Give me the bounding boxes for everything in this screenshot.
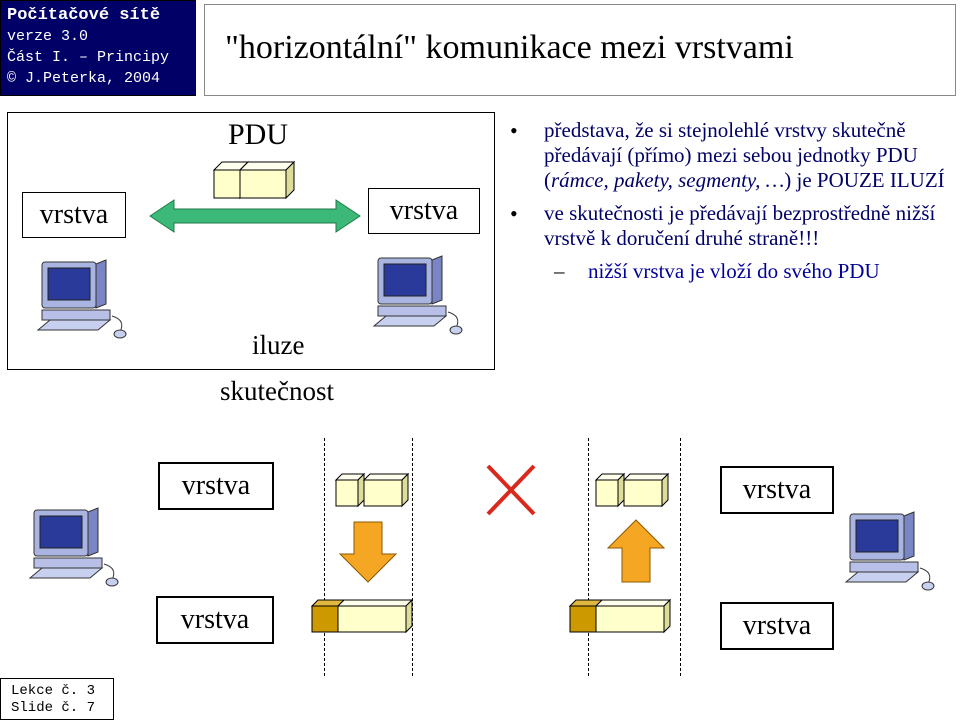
bullet-text-end: ) je POUZE ILUZÍ xyxy=(784,168,945,192)
layer-right-box: vrstva xyxy=(368,188,480,234)
lower-pdu-receiver xyxy=(568,598,672,634)
dashed-line xyxy=(412,438,413,676)
reality-label: skutečnost xyxy=(220,376,334,406)
computer-icon xyxy=(28,507,119,587)
bullet-item: • ve skutečnosti je předávají bezprostřed… xyxy=(510,201,950,251)
reality-layer-top-right: vrstva xyxy=(720,466,834,514)
pdu-packet-receiver xyxy=(594,472,670,508)
dashed-line xyxy=(680,438,681,676)
bullet-item: • představa, že si stejnolehlé vrstvy sku… xyxy=(510,118,950,193)
bullet-dot-icon: • xyxy=(510,118,518,143)
double-arrow-illusion xyxy=(149,199,361,233)
computer-icon xyxy=(844,511,935,591)
bullet-dot-icon: • xyxy=(510,201,518,226)
slide-number: Slide č. 7 xyxy=(11,700,96,716)
reality-layer-top-left: vrstva xyxy=(158,462,274,510)
course-info: Počítačové sítě verze 3.0 Část I. – Prin… xyxy=(0,0,196,96)
dashed-line xyxy=(588,438,589,676)
title-box: "horizontální" komunikace mezi vrstvami xyxy=(204,4,956,96)
layer-left-box: vrstva xyxy=(22,192,126,238)
illusion-label: iluze xyxy=(252,330,305,360)
bullet-list: • představa, že si stejnolehlé vrstvy sku… xyxy=(510,118,950,284)
slide-footer: Lekce č. 3 Slide č. 7 xyxy=(0,678,114,720)
reality-layer-bottom-left: vrstva xyxy=(156,596,274,644)
bullet-text: představa, že si stejnolehlé vrstvy skut… xyxy=(544,118,918,192)
pdu-packet-illustration xyxy=(212,160,296,200)
part-label: Část I. – Principy xyxy=(7,49,170,66)
packet-data-cube xyxy=(238,160,296,200)
computer-icon xyxy=(372,255,463,335)
lower-pdu-sender xyxy=(310,598,414,634)
pdu-packet-sender xyxy=(334,472,410,508)
sub-bullet-item: –nižší vrstva je vloží do svého PDU xyxy=(510,259,950,284)
sub-bullet-text: nižší vrstva je vloží do svého PDU xyxy=(588,259,880,283)
copyright-label: © J.Peterka, 2004 xyxy=(7,70,161,87)
dashed-line xyxy=(324,438,325,676)
pdu-label: PDU xyxy=(228,118,289,151)
computer-icon xyxy=(36,259,127,339)
slide-header: Počítačové sítě verze 3.0 Část I. – Prin… xyxy=(0,0,958,96)
bullet-text: ve skutečnosti je předávají bezprostředn… xyxy=(544,201,936,250)
arrow-down-icon xyxy=(338,521,398,583)
dash-icon: – xyxy=(554,259,565,283)
course-name: Počítačové sítě xyxy=(7,6,161,25)
version-label: verze 3.0 xyxy=(7,28,89,45)
slide-title: "horizontální" komunikace mezi vrstvami xyxy=(225,29,794,66)
arrow-up-icon xyxy=(606,519,666,583)
cross-icon xyxy=(486,464,536,516)
lecture-number: Lekce č. 3 xyxy=(11,683,96,699)
bullet-italic-text: rámce, pakety, segmenty, … xyxy=(551,168,785,192)
reality-layer-bottom-right: vrstva xyxy=(720,602,834,650)
